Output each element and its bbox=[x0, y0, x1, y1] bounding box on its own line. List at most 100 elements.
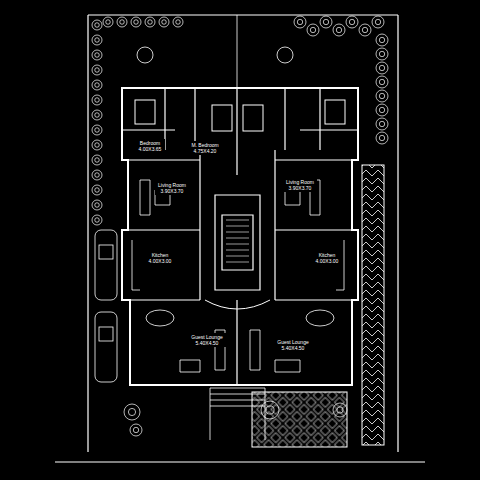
tree bbox=[162, 20, 167, 25]
sofa bbox=[140, 180, 320, 215]
tree bbox=[376, 90, 388, 102]
tree bbox=[95, 113, 100, 118]
tree bbox=[333, 24, 345, 36]
room-name: Guest Lounge bbox=[276, 339, 310, 345]
room-label: M. Bedroom4.75X4.20 bbox=[188, 141, 222, 155]
paving bbox=[252, 392, 347, 447]
room-name: Living Room bbox=[157, 182, 187, 188]
tree bbox=[379, 79, 384, 84]
tree bbox=[92, 155, 102, 165]
tree bbox=[95, 128, 100, 133]
tree bbox=[376, 132, 388, 144]
room-dimension: 3.90X3.70 bbox=[157, 188, 187, 194]
tree bbox=[173, 17, 183, 27]
tree bbox=[359, 24, 371, 36]
tree bbox=[92, 170, 102, 180]
room-name: Kitchen bbox=[315, 252, 340, 258]
tree bbox=[379, 121, 384, 126]
room-name: M. Bedroom bbox=[190, 142, 220, 148]
tree bbox=[92, 185, 102, 195]
tree bbox=[379, 107, 384, 112]
tree bbox=[379, 65, 384, 70]
bed bbox=[212, 105, 232, 131]
tree bbox=[376, 104, 388, 116]
tree bbox=[95, 98, 100, 103]
tree bbox=[95, 158, 100, 163]
room-dimension: 4.00X3.65 bbox=[138, 146, 163, 152]
tree bbox=[106, 20, 111, 25]
tree bbox=[120, 20, 125, 25]
tree bbox=[92, 125, 102, 135]
tree bbox=[95, 188, 100, 193]
tree bbox=[379, 135, 384, 140]
plot-boundary bbox=[55, 15, 425, 462]
tree bbox=[379, 37, 384, 42]
room-dimension: 5.40X4.50 bbox=[190, 340, 224, 346]
bed bbox=[325, 100, 345, 124]
bed bbox=[243, 105, 263, 131]
tree bbox=[323, 19, 328, 24]
tree bbox=[92, 80, 102, 90]
tree bbox=[349, 19, 354, 24]
tree bbox=[95, 38, 100, 43]
room-name: Bedroom bbox=[138, 140, 163, 146]
room-dimension: 4.00X3.00 bbox=[148, 258, 173, 264]
tree bbox=[379, 51, 384, 56]
tree bbox=[333, 403, 347, 417]
counter bbox=[132, 240, 344, 290]
tree bbox=[95, 143, 100, 148]
tree bbox=[124, 404, 140, 420]
tree bbox=[92, 65, 102, 75]
tree bbox=[261, 401, 279, 419]
interior-wall bbox=[122, 88, 358, 385]
tree bbox=[131, 17, 141, 27]
tree bbox=[95, 68, 100, 73]
room-dimension: 4.75X4.20 bbox=[190, 148, 220, 154]
tree bbox=[310, 27, 315, 32]
tree bbox=[92, 200, 102, 210]
room-label: Kitchen4.00X3.00 bbox=[146, 251, 175, 265]
room-label: Guest Lounge5.40X4.50 bbox=[274, 338, 312, 352]
tree bbox=[92, 20, 102, 30]
tree bbox=[92, 35, 102, 45]
tree bbox=[376, 76, 388, 88]
tree bbox=[337, 407, 343, 413]
tree bbox=[145, 17, 155, 27]
tree bbox=[95, 218, 100, 223]
tree bbox=[376, 48, 388, 60]
tree bbox=[297, 19, 302, 24]
tree bbox=[92, 215, 102, 225]
tree bbox=[376, 118, 388, 130]
tree bbox=[376, 62, 388, 74]
tree bbox=[346, 16, 358, 28]
car bbox=[95, 230, 117, 382]
tree bbox=[92, 95, 102, 105]
lobby-arc bbox=[205, 300, 270, 309]
dining-table bbox=[137, 47, 334, 326]
room-name: Guest Lounge bbox=[190, 334, 224, 340]
stair bbox=[226, 220, 249, 262]
room-label: Kitchen4.00X3.00 bbox=[313, 251, 342, 265]
tree bbox=[159, 17, 169, 27]
tree bbox=[320, 16, 332, 28]
tree bbox=[379, 93, 384, 98]
tree bbox=[134, 20, 139, 25]
room-name: Living Room bbox=[285, 179, 315, 185]
bed bbox=[135, 100, 155, 124]
tree bbox=[266, 406, 274, 414]
tree bbox=[95, 83, 100, 88]
room-label: Bedroom4.00X3.65 bbox=[136, 139, 165, 153]
outer-wall bbox=[122, 88, 358, 385]
tree bbox=[92, 110, 102, 120]
tree bbox=[294, 16, 306, 28]
tree bbox=[362, 27, 367, 32]
boundary-line bbox=[237, 15, 238, 88]
tree bbox=[95, 53, 100, 58]
tree bbox=[128, 408, 135, 415]
landscaping bbox=[92, 16, 388, 436]
tree bbox=[130, 424, 142, 436]
tree bbox=[376, 34, 388, 46]
room-label: Living Room3.90X3.70 bbox=[155, 181, 189, 195]
tree bbox=[148, 20, 153, 25]
